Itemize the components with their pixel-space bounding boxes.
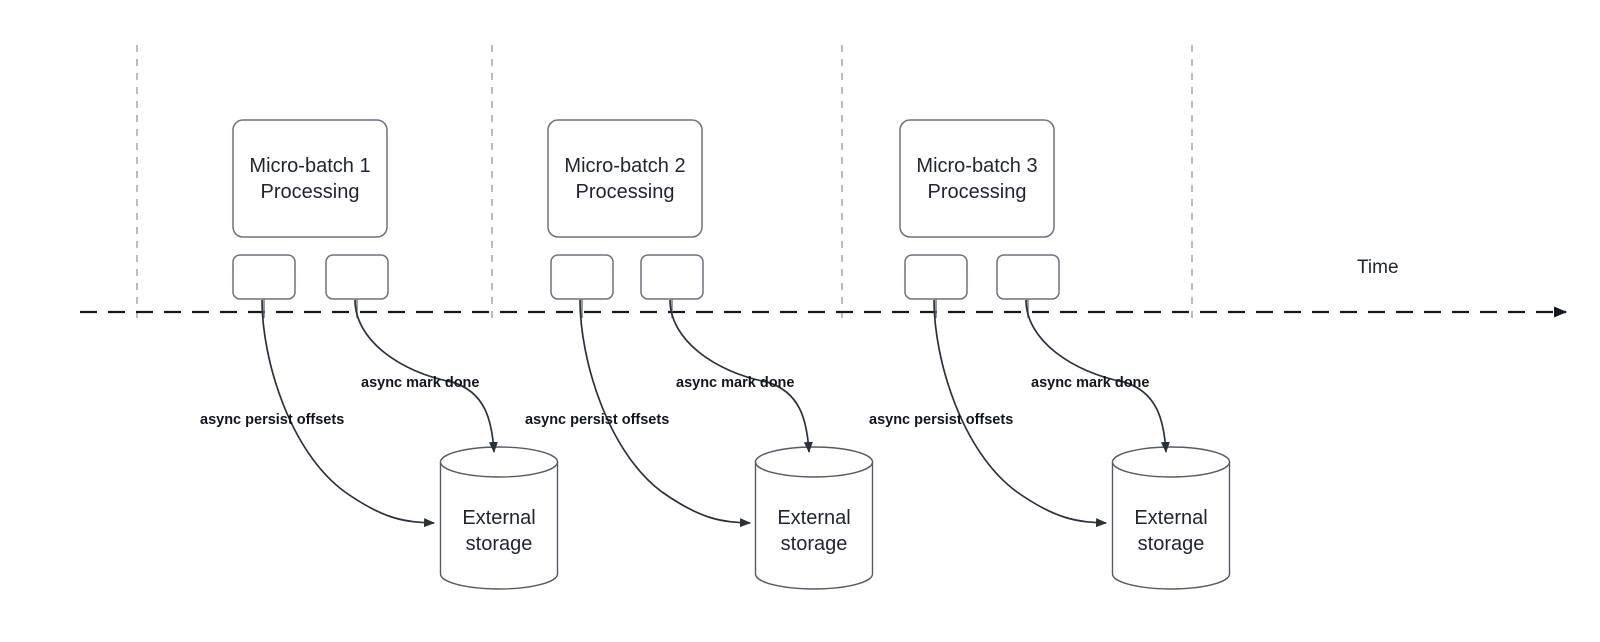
- external-storage-label-line2: storage: [1138, 533, 1205, 555]
- mark-done-task-1[interactable]: [325, 254, 389, 318]
- async-persist-offsets-edge-label: async persist offsets: [869, 412, 1013, 428]
- external-storage-body: [1111, 461, 1231, 590]
- external-storage-label-line1: External: [1134, 507, 1207, 529]
- micro-batch-box-1[interactable]: Micro-batch 1 Processing: [232, 119, 388, 238]
- async-mark-done-edge-3: async mark done: [1025, 299, 1170, 453]
- async-mark-done-edge-1: async mark done: [354, 299, 498, 453]
- micro-batch-box-subtitle: Processing: [928, 181, 1027, 203]
- async-mark-done-edge-2: async mark done: [669, 299, 813, 453]
- external-storage-label-line1: External: [777, 507, 850, 529]
- time-dividers: [136, 45, 1193, 318]
- async-mark-done-edge-label: async mark done: [361, 375, 479, 391]
- async-mark-done-edge-path: [669, 299, 813, 453]
- time-axis-label: Time: [1357, 257, 1399, 278]
- task-box-shape: [325, 254, 389, 300]
- micro-batch-box-title: Micro-batch 3: [916, 155, 1037, 177]
- persist-offsets-task-2[interactable]: [550, 254, 614, 318]
- task-box-shape: [232, 254, 296, 300]
- async-persist-offsets-edge-path: [261, 299, 435, 528]
- async-persist-offsets-edge-path: [579, 299, 751, 528]
- external-storage-1[interactable]: External storage: [439, 446, 559, 590]
- time-axis: Time: [80, 257, 1567, 318]
- async-persist-offsets-edge-label: async persist offsets: [525, 412, 669, 428]
- persist-offsets-task-1[interactable]: [232, 254, 296, 318]
- mark-done-task-3[interactable]: [996, 254, 1060, 318]
- external-storage-top-ellipse: [439, 446, 559, 478]
- async-mark-done-edge-path: [1025, 299, 1170, 453]
- micro-batch-box-shape: [547, 119, 703, 238]
- micro-batch-box-subtitle: Processing: [261, 181, 360, 203]
- micro-batch-box-2[interactable]: Micro-batch 2 Processing: [547, 119, 703, 238]
- async-mark-done-edge-path: [354, 299, 498, 453]
- async-mark-done-edge-label: async mark done: [1031, 375, 1149, 391]
- async-persist-offsets-edge-3: async persist offsets: [869, 299, 1107, 528]
- async-mark-done-edge-label: async mark done: [676, 375, 794, 391]
- external-storage-3[interactable]: External storage: [1111, 446, 1231, 590]
- external-storage-label-line2: storage: [781, 533, 848, 555]
- task-box-shape: [550, 254, 614, 300]
- external-storage-top-ellipse: [1111, 446, 1231, 478]
- external-storage-top-ellipse: [754, 446, 874, 478]
- micro-batch-box-shape: [232, 119, 388, 238]
- external-storage-body: [754, 461, 874, 590]
- micro-batch-box-shape: [899, 119, 1055, 238]
- micro-batch-box-title: Micro-batch 2: [564, 155, 685, 177]
- external-storage-2[interactable]: External storage: [754, 446, 874, 590]
- micro-batch-box-3[interactable]: Micro-batch 3 Processing: [899, 119, 1055, 238]
- async-persist-offsets-edge-2: async persist offsets: [525, 299, 751, 528]
- external-storage-label-line2: storage: [466, 533, 533, 555]
- micro-batch-box-title: Micro-batch 1: [249, 155, 370, 177]
- micro-batch-box-subtitle: Processing: [576, 181, 675, 203]
- external-storage-body: [439, 461, 559, 590]
- mark-done-task-2[interactable]: [640, 254, 704, 318]
- task-box-shape: [996, 254, 1060, 300]
- async-persist-offsets-edge-path: [933, 299, 1107, 528]
- external-storage-label-line1: External: [462, 507, 535, 529]
- async-persist-offsets-edge-1: async persist offsets: [200, 299, 435, 528]
- task-box-shape: [640, 254, 704, 300]
- task-box-shape: [904, 254, 968, 300]
- async-persist-offsets-edge-label: async persist offsets: [200, 412, 344, 428]
- persist-offsets-task-3[interactable]: [904, 254, 968, 318]
